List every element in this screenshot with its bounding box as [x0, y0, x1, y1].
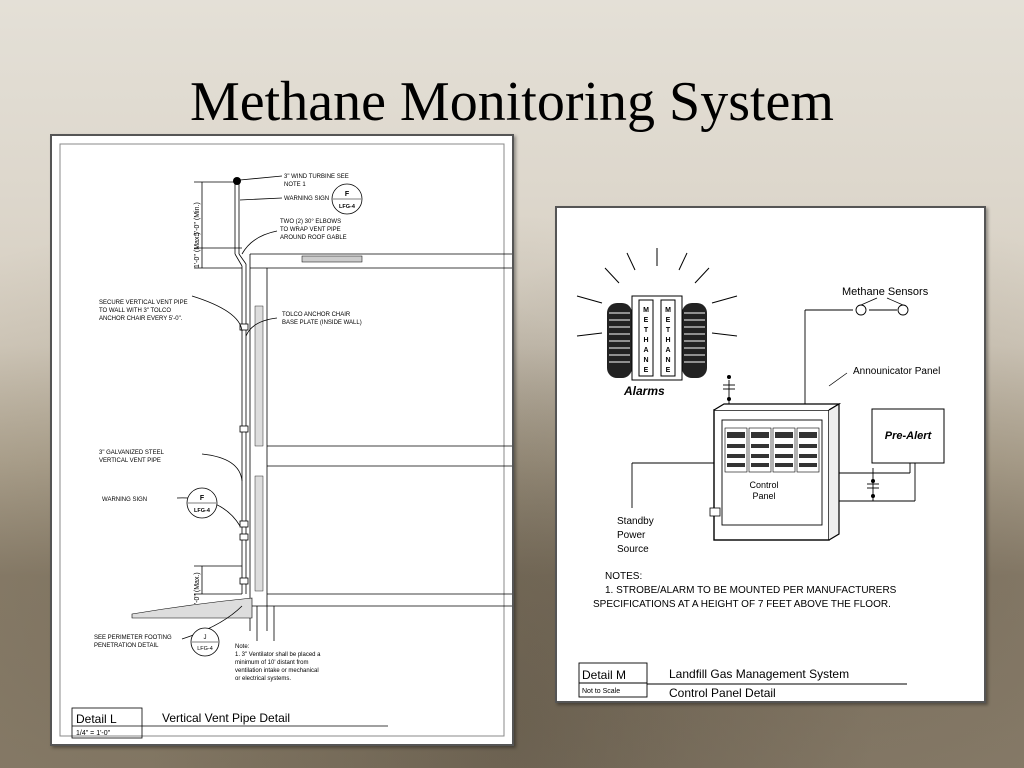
- alarm-letter-r5: A: [665, 347, 670, 354]
- label-elbows-1: TWO (2) 30° ELBOWS: [280, 219, 341, 225]
- label-methane-sensors: Methane Sensors: [842, 286, 929, 298]
- label-footing-2: PENETRATION DETAIL: [94, 643, 159, 649]
- vent-pipe-diagram: 5'-0" (Min.) 1'-0" (Max.) 1'-0" (Max.): [59, 143, 512, 739]
- alarm-letter-l1: M: [643, 307, 649, 314]
- alarm-letter-r4: H: [665, 337, 670, 344]
- alarm-letter-r6: N: [665, 357, 670, 364]
- detail-l-name: Vertical Vent Pipe Detail: [162, 711, 290, 725]
- callout-mid: F LFG-4: [186, 487, 218, 519]
- note-line4: or electrical systems.: [235, 676, 291, 682]
- label-announciator: Announicator Panel: [853, 366, 940, 377]
- alarm-letter-r1: M: [665, 307, 671, 314]
- leader-lines: [176, 175, 283, 640]
- dim-max-bottom: 1'-0" (Max.): [194, 572, 201, 608]
- methane-sensor-icon: [897, 304, 909, 316]
- announciator-leader: [828, 372, 848, 387]
- label-secure-2: TO WALL WITH 3" TOLCO: [99, 308, 171, 314]
- callout-top-f: F: [345, 191, 350, 198]
- drawing-border: [59, 143, 505, 737]
- dim-max-top: 1'-0" (Max.): [194, 232, 201, 268]
- sensor-leader: [860, 297, 878, 306]
- alarm-letter-l4: H: [643, 337, 648, 344]
- callout-top: F LFG-4: [331, 183, 363, 215]
- label-warning-sign-2: WARNING SIGN: [102, 497, 147, 503]
- label-elbows-2: TO WRAP VENT PIPE: [280, 227, 341, 233]
- junction-dot: [727, 397, 731, 401]
- ground-gravel: [131, 597, 253, 619]
- alarm-rays: [576, 248, 738, 337]
- label-galv-1: 3" GALVANIZED STEEL: [99, 450, 165, 456]
- label-tolco-2: BASE PLATE (INSIDE WALL): [282, 320, 362, 326]
- label-secure-1: SECURE VERTICAL VENT PIPE: [99, 300, 188, 306]
- note-heading: Note:: [235, 644, 250, 650]
- label-control-1: Control: [749, 480, 778, 490]
- detail-m-scale: Not to Scale: [582, 688, 620, 695]
- callout-mid-f: F: [200, 495, 205, 502]
- alarm-strobe-icon: [607, 295, 707, 381]
- label-secure-3: ANCHOR CHAIR EVERY 5'-0".: [99, 316, 183, 322]
- wind-turbine-icon: [233, 177, 241, 185]
- label-turbine-1: 3" WIND TURBINE SEE: [284, 174, 349, 180]
- label-galv-2: VERTICAL VENT PIPE: [99, 458, 161, 464]
- notes-heading: NOTES:: [605, 571, 642, 582]
- detail-m-label: Detail M: [582, 668, 626, 682]
- alarm-letter-l5: A: [643, 347, 648, 354]
- note-line2: minimum of 10' distant from: [235, 660, 309, 666]
- callout-top-lfg: LFG-4: [339, 204, 356, 210]
- label-control-2: Panel: [752, 491, 775, 501]
- label-standby-1: Standby: [617, 516, 654, 527]
- junction-dot: [871, 494, 875, 498]
- label-warning-sign: WARNING SIGN: [284, 196, 329, 202]
- alarm-letter-r2: E: [666, 317, 671, 324]
- announciator-panel: [709, 402, 842, 541]
- alarm-letter-l7: E: [644, 367, 649, 374]
- note-line1: 1. 3" Ventilator shall be placed a: [235, 652, 321, 658]
- anchor-chairs: [239, 323, 249, 585]
- label-turbine-2: NOTE 1: [284, 182, 306, 188]
- notes-line2: SPECIFICATIONS AT A HEIGHT OF 7 FEET ABO…: [593, 599, 891, 610]
- vent-pipe: [234, 184, 247, 594]
- control-panel-diagram: M E T H A N E M E T H A N E Alarms: [576, 248, 945, 700]
- detail-l-scale: 1/4" = 1'-0": [76, 730, 111, 737]
- sensor-leader: [886, 297, 904, 306]
- detail-l-title-block: Detail L 1/4" = 1'-0" Vertical Vent Pipe…: [71, 707, 388, 739]
- label-standby-2: Power: [617, 530, 646, 541]
- alarm-letters: M E T H A N E M E T H A N E: [643, 307, 671, 374]
- alarm-letter-l3: T: [644, 327, 649, 334]
- dimension-lines: [194, 181, 242, 595]
- detail-m-drawing: M E T H A N E M E T H A N E Alarms: [555, 206, 986, 703]
- callout-j-letter: J: [204, 635, 207, 641]
- detail-m-name-2: Control Panel Detail: [669, 686, 776, 700]
- detail-m-name-1: Landfill Gas Management System: [669, 667, 849, 681]
- note-line3: ventilation intake or mechanical: [235, 668, 319, 674]
- callout-mid-lfg: LFG-4: [194, 508, 211, 514]
- wall-insulation-upper: [254, 305, 264, 447]
- detail-l-label: Detail L: [76, 712, 117, 726]
- label-elbows-3: AROUND ROOF GABLE: [280, 235, 347, 241]
- alarm-letter-r7: E: [666, 367, 671, 374]
- label-standby-3: Source: [617, 544, 649, 555]
- notes-line1: 1. STROBE/ALARM TO BE MOUNTED PER MANUFA…: [605, 585, 897, 596]
- label-alarms: Alarms: [623, 384, 665, 398]
- alarm-letter-l6: N: [643, 357, 648, 364]
- label-footing-1: SEE PERIMETER FOOTING: [94, 635, 172, 641]
- roof-insulation: [301, 255, 363, 263]
- building-wall: [249, 253, 512, 631]
- callout-j-lfg: LFG-4: [197, 646, 213, 652]
- callout-j: J LFG-4: [190, 627, 220, 657]
- alarm-letter-l2: E: [644, 317, 649, 324]
- wall-insulation-lower: [254, 475, 264, 592]
- alarm-letter-r3: T: [666, 327, 671, 334]
- pre-alert-box: [871, 408, 945, 464]
- junction-dot: [871, 479, 875, 483]
- junction-dot: [727, 375, 731, 379]
- slide-title: Methane Monitoring System: [190, 71, 834, 133]
- label-pre-alert: Pre-Alert: [885, 430, 933, 442]
- detail-m-title-block: Detail M Not to Scale Landfill Gas Manag…: [578, 662, 907, 700]
- dim-min: 5'-0" (Min.): [194, 202, 201, 236]
- detail-l-drawing: 5'-0" (Min.) 1'-0" (Max.) 1'-0" (Max.): [50, 134, 514, 746]
- label-tolco-1: TOLCO ANCHOR CHAIR: [282, 312, 351, 318]
- footing: [256, 606, 275, 641]
- methane-sensor-icon: [855, 304, 867, 316]
